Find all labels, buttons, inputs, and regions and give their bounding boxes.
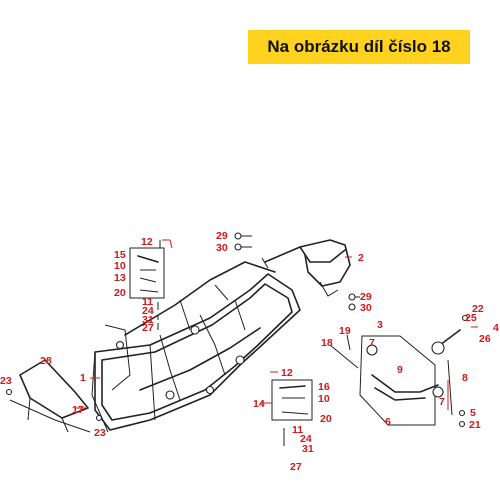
part-number-banner: Na obrázku díl číslo 18 bbox=[248, 30, 470, 64]
footrest-box-right bbox=[271, 379, 313, 421]
part-labels: 1 2 3 4 5 6 7 7 8 9 10 10 11 11 12 12 13… bbox=[0, 230, 499, 473]
label-19: 19 bbox=[339, 325, 351, 337]
label-7a: 7 bbox=[369, 337, 375, 349]
rear-carrier bbox=[261, 239, 351, 297]
label-1: 1 bbox=[80, 372, 86, 384]
label-27a: 27 bbox=[142, 322, 154, 334]
footrest-box-left bbox=[129, 247, 165, 299]
engine-hanger bbox=[359, 329, 461, 426]
label-18: 18 bbox=[321, 337, 333, 349]
label-16: 16 bbox=[318, 381, 330, 393]
label-12b: 12 bbox=[281, 367, 293, 379]
label-22: 22 bbox=[472, 303, 484, 315]
label-23b: 23 bbox=[94, 427, 106, 439]
label-31b: 31 bbox=[302, 443, 314, 455]
label-21: 21 bbox=[469, 419, 481, 431]
label-3: 3 bbox=[377, 319, 383, 331]
leader-lines bbox=[75, 239, 478, 410]
label-8: 8 bbox=[462, 372, 468, 384]
label-5: 5 bbox=[470, 407, 476, 419]
label-24b: 24 bbox=[300, 433, 312, 445]
label-26: 26 bbox=[479, 333, 491, 345]
label-13: 13 bbox=[114, 272, 126, 284]
label-11b: 11 bbox=[292, 424, 303, 436]
label-28: 28 bbox=[40, 355, 52, 367]
side-stand bbox=[9, 359, 91, 433]
bolt-19 bbox=[346, 334, 351, 351]
label-11a: 11 bbox=[142, 296, 153, 308]
bolt-18 bbox=[329, 344, 359, 369]
banner-text: Na obrázku díl číslo 18 bbox=[267, 37, 451, 56]
label-2: 2 bbox=[358, 252, 364, 264]
label-24a: 24 bbox=[142, 305, 154, 317]
label-14: 14 bbox=[253, 398, 265, 410]
label-23a: 23 bbox=[0, 375, 12, 387]
label-10a: 10 bbox=[114, 260, 126, 272]
label-6: 6 bbox=[385, 416, 391, 428]
label-20a: 20 bbox=[114, 287, 126, 299]
label-17: 17 bbox=[72, 404, 84, 416]
label-30b: 30 bbox=[360, 302, 372, 314]
label-31a: 31 bbox=[142, 314, 154, 326]
label-29a: 29 bbox=[216, 230, 228, 242]
label-7b: 7 bbox=[439, 396, 445, 408]
label-29b: 29 bbox=[360, 291, 372, 303]
main-frame bbox=[91, 261, 301, 433]
label-9: 9 bbox=[397, 364, 403, 376]
label-4: 4 bbox=[493, 322, 499, 334]
label-15: 15 bbox=[114, 249, 126, 261]
label-12a: 12 bbox=[141, 236, 153, 248]
label-30a: 30 bbox=[216, 242, 228, 254]
label-10b: 10 bbox=[318, 393, 330, 405]
label-27b: 27 bbox=[290, 461, 302, 473]
label-25: 25 bbox=[465, 312, 477, 324]
label-20b: 20 bbox=[320, 413, 332, 425]
